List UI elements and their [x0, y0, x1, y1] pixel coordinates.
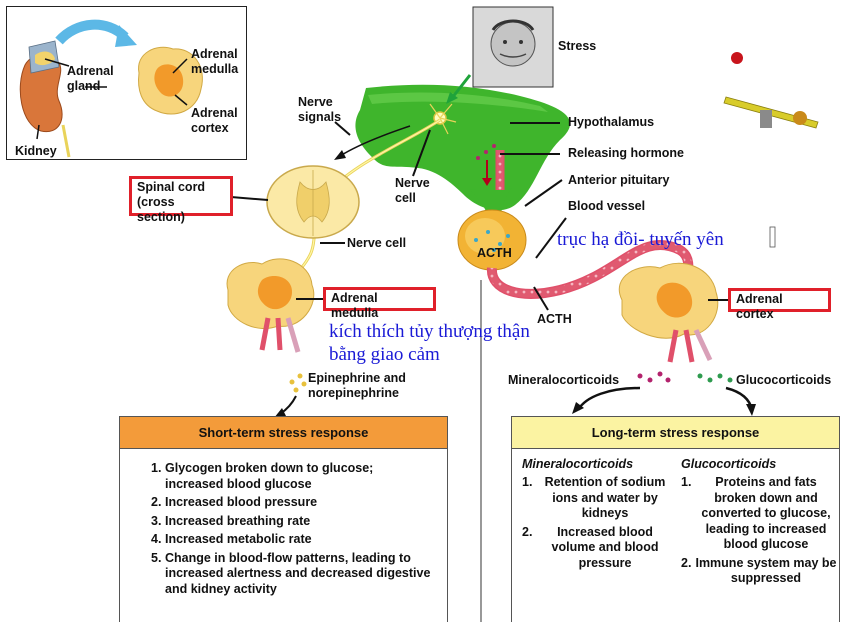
short-term-item-number: 4. [151, 532, 162, 546]
short-term-item: 4.Increased metabolic rate [151, 532, 433, 548]
glucocorticoids-item-text: Immune system may be suppressed [695, 555, 837, 586]
long-term-title: Long-term stress response [512, 417, 839, 449]
mineralocorticoids-item: 2. Increased blood volume and blood press… [522, 525, 674, 572]
acth-gland-label: ACTH [477, 246, 512, 260]
short-term-item-text: Increased breathing rate [165, 513, 311, 528]
short-term-item: 1.Glycogen broken down to glucose; incre… [151, 461, 433, 492]
hypothalamus-shape [355, 84, 571, 211]
hpa-axis-annotation: trục hạ đồi- tuyến yên [557, 229, 724, 250]
glucocorticoids-list: 1. Proteins and fats broken down and conv… [681, 475, 837, 587]
short-term-item-number: 3. [151, 513, 162, 528]
short-term-panel: Short-term stress response 1.Glycogen br… [119, 416, 448, 622]
hypothalamus-label: Hypothalamus [568, 115, 655, 129]
inset-adrenal-medulla-label: Adrenal medulla [191, 47, 239, 76]
inset-kidney-label: Kidney [15, 144, 57, 158]
mineralocorticoids-heading: Mineralocorticoids [522, 457, 634, 471]
kidney-inset: Adrenal gland Kidney Adrenal medulla Adr… [6, 6, 247, 160]
mineralocorticoids-item-number: 1. [522, 475, 533, 489]
adrenal-medulla-box: Adrenal medulla [323, 287, 436, 320]
short-term-item-number: 2. [151, 495, 162, 509]
mineralocorticoids-item: 1. Retention of sodium ions and water by … [522, 475, 674, 522]
short-term-item: 5.Change in blood-flow patterns, leading… [151, 551, 433, 598]
nerve-cell-spinal-label: Nerve cell [347, 236, 407, 250]
glucocorticoids-column: Glucocorticoids 1. Proteins and fats brok… [681, 457, 837, 590]
text-cursor-box [769, 226, 776, 248]
epinephrine-label: Epinephrine and norepinephrine [308, 371, 406, 400]
mineralocorticoids-item-text: Retention of sodium ions and water by ki… [544, 475, 666, 520]
mineralocorticoids-item-text: Increased blood volume and blood pressur… [551, 524, 659, 570]
mineralocorticoids-column: Mineralocorticoids 1. Retention of sodium… [522, 457, 674, 574]
glucocorticoids-item-number: 1. [681, 475, 692, 489]
short-term-item-text: Change in blood-flow patterns, leading t… [165, 550, 431, 596]
pituitary-stalk [470, 188, 512, 225]
mineralocorticoids-list: 1. Retention of sodium ions and water by … [522, 475, 674, 571]
short-term-list: 1.Glycogen broken down to glucose; incre… [120, 449, 447, 597]
glucocorticoids-heading: Glucocorticoids [681, 457, 777, 471]
glucocorticoids-label: Glucocorticoids [736, 373, 832, 387]
mineralocorticoids-label: Mineralocorticoids [508, 373, 620, 387]
sympathetic-annotation: kích thích tủy thượng thận bằng giao cảm [329, 321, 530, 365]
glucocorticoids-item-text: Proteins and fats broken down and conver… [701, 475, 831, 551]
seesaw-icon [723, 52, 819, 129]
anterior-pituitary-label: Anterior pituitary [568, 173, 670, 187]
acth-vessel-label: ACTH [537, 312, 572, 326]
short-term-item-number: 1. [151, 461, 162, 475]
kidney-inset-illustration [19, 19, 203, 158]
spinal-cord-box: Spinal cord (cross section) [129, 176, 233, 224]
short-term-item: 3.Increased breathing rate [151, 514, 433, 530]
nerve-cell-brain-label: Nerve cell [395, 176, 430, 205]
glucocorticoids-item: 1. Proteins and fats broken down and conv… [681, 475, 837, 553]
short-term-item-text: Increased blood pressure [165, 495, 318, 509]
long-term-panel: Long-term stress response Mineralocortic… [511, 416, 840, 622]
hormone-dots [289, 373, 307, 393]
inset-adrenal-cortex-label: Adrenal cortex [191, 106, 238, 135]
blood-vessel-label: Blood vessel [568, 199, 646, 213]
adrenal-cortex-box: Adrenal cortex [728, 288, 831, 321]
glucocorticoids-item: 2.Immune system may be suppressed [681, 556, 837, 587]
releasing-hormone-label: Releasing hormone [568, 146, 684, 160]
mineralocorticoids-item-number: 2. [522, 524, 533, 539]
nerve-signals-label: Nerve signals [298, 95, 342, 124]
short-term-item-text: Glycogen broken down to glucose; increas… [165, 461, 374, 491]
inset-adrenal-gland-label: Adrenal gland [67, 64, 114, 93]
short-term-item-text: Increased metabolic rate [165, 532, 312, 546]
short-term-item: 2.Increased blood pressure [151, 495, 433, 511]
short-term-item-number: 5. [151, 550, 162, 565]
glucocorticoids-item-number: 2. [681, 555, 692, 570]
short-term-title: Short-term stress response [120, 417, 447, 449]
stress-label: Stress [558, 39, 597, 53]
